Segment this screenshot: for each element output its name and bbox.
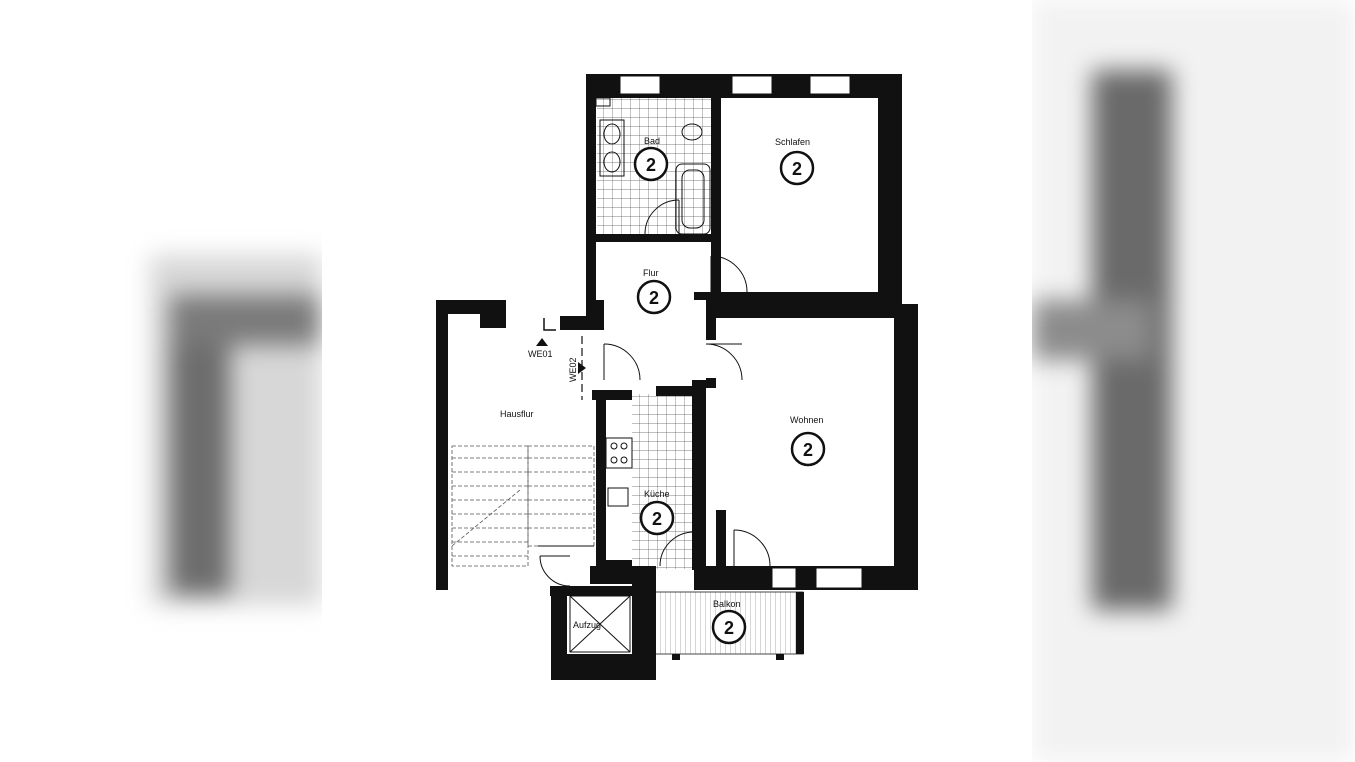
room-label-kueche: Küche [644,489,670,499]
unit-badge-number: 2 [646,155,656,175]
unit-badge-number: 2 [649,288,659,308]
unit-badge-balkon: 2 [711,609,747,645]
entrance-label-we02: WE02 [568,357,578,382]
unit-badge-schlafen: 2 [779,150,815,186]
unit-badge-number: 2 [792,159,802,179]
room-label-hausflur: Hausflur [500,409,534,419]
unit-badge-wohnen: 2 [790,431,826,467]
room-label-flur: Flur [643,268,659,278]
unit-badge-kueche: 2 [639,500,675,536]
room-label-balkon: Balkon [713,599,741,609]
blurred-shape [1032,300,1152,360]
unit-badge-number: 2 [724,618,734,638]
blurred-shape [170,295,320,345]
unit-badge-bad: 2 [633,146,669,182]
doors [539,199,771,587]
balcony-railing [672,592,804,660]
blurred-shape [170,295,230,595]
room-label-wohnen: Wohnen [790,415,823,425]
unit-badge-number: 2 [652,509,662,529]
bathroom-fixtures [595,97,711,235]
elevator-shaft [569,595,631,653]
entrance-label-we01: WE01 [528,349,553,359]
room-label-bad: Bad [644,136,660,146]
room-label-schlafen: Schlafen [775,137,810,147]
unit-badge-number: 2 [803,440,813,460]
entrance-markers: WE01 WE02 [528,318,586,400]
blurred-background-left [150,255,322,605]
staircase [451,445,595,567]
blurred-background-right [1032,0,1355,762]
room-label-aufzug: Aufzug [573,620,601,630]
unit-badge-flur: 2 [636,279,672,315]
kitchen-fixtures [605,437,633,507]
windows [619,75,863,589]
